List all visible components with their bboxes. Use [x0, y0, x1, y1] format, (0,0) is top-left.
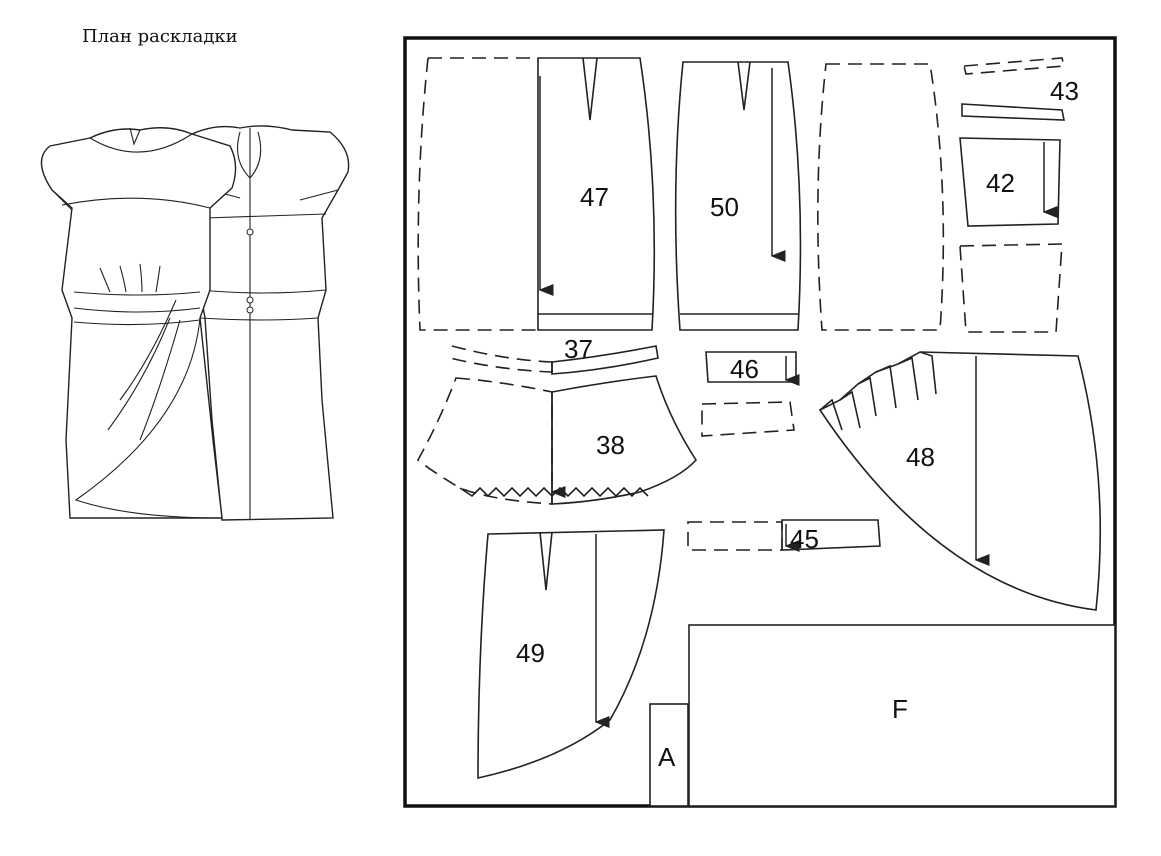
piece-A-label: A: [658, 742, 676, 772]
dress-front-view: [40, 127, 237, 519]
piece-38-label: 38: [596, 430, 625, 460]
piece-48: 48: [818, 351, 1102, 611]
dress-sketch: [40, 125, 350, 521]
piece-45: 45: [687, 519, 881, 554]
piece-38: 38: [416, 375, 698, 505]
piece-43: 43: [961, 57, 1079, 121]
piece-46: 46: [705, 351, 800, 386]
piece-A: A: [649, 703, 689, 807]
piece-37-label: 37: [564, 334, 593, 364]
piece-45-label: 45: [790, 524, 819, 554]
piece-F-label: F: [892, 694, 908, 724]
piece-50-label: 50: [710, 192, 739, 222]
page-title: План раскладки: [82, 26, 238, 47]
piece-46-label: 46: [730, 354, 759, 384]
piece-42-label: 42: [986, 168, 1015, 198]
piece-47-label: 47: [580, 182, 609, 212]
dashed-piece-42-mirror: [959, 243, 1063, 333]
piece-48-label: 48: [906, 442, 935, 472]
piece-50: 50: [674, 61, 802, 331]
piece-42: 42: [959, 137, 1061, 227]
dashed-piece-46-mirror: [701, 401, 795, 437]
piece-49-label: 49: [516, 638, 545, 668]
dress-back-view: [189, 125, 350, 521]
dashed-panel-mirror: [817, 63, 945, 331]
piece-47: 47: [417, 57, 656, 331]
piece-43-label: 43: [1050, 76, 1079, 106]
piece-37: 37: [449, 334, 659, 375]
piece-49: 49: [477, 529, 665, 779]
piece-F: F: [688, 624, 1116, 807]
